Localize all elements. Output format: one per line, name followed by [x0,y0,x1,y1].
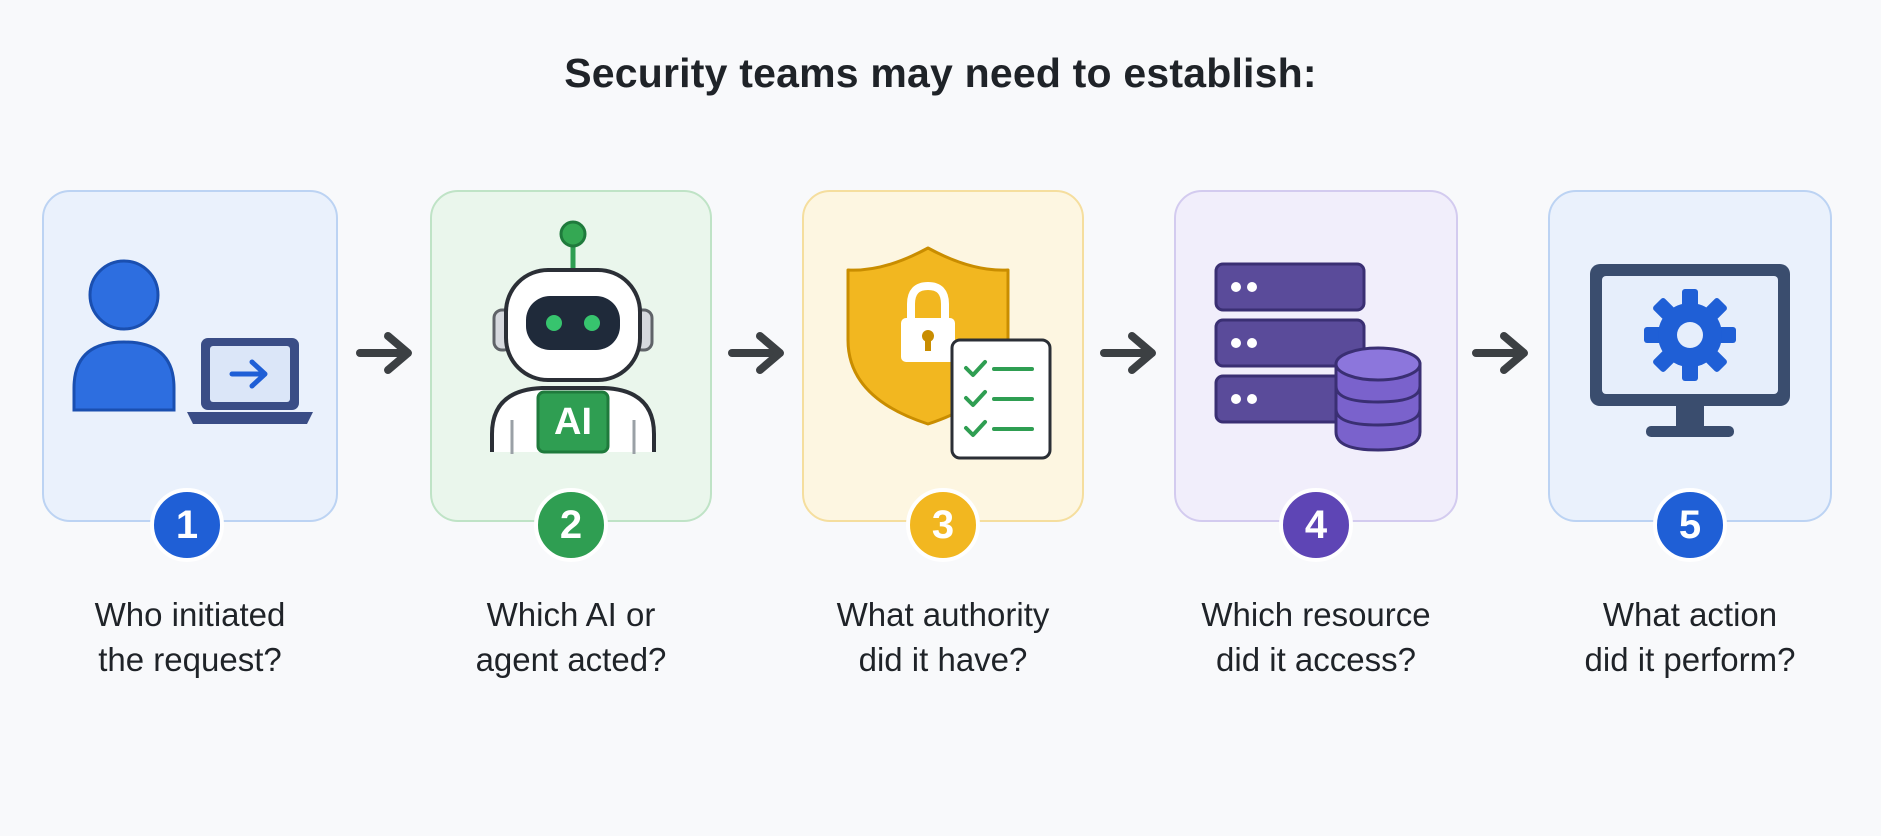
arrow-right-icon [1472,332,1528,374]
caption-line-2: did it perform? [1584,641,1796,678]
arrow-right-icon [728,332,784,374]
caption-line-1: Which AI or [486,596,656,633]
step-caption-2: Which AI or agent acted? [421,592,721,682]
step-card-4 [1174,190,1458,522]
monitor-gear-icon [1590,264,1790,437]
caption-line-1: What action [1602,596,1778,633]
step-card-3 [802,190,1084,522]
arrow-right-icon [356,332,412,374]
step-caption-3: What authority did it have? [793,592,1093,682]
diagram-title: Security teams may need to establish: [564,50,1317,96]
step-number-badge-2: 2 [534,488,608,562]
shield-lock-checklist-icon [846,246,1052,460]
ai-robot-icon [490,220,656,454]
caption-line-1: Who initiated [94,596,286,633]
user-with-laptop-icon [72,259,313,424]
step-number-badge-5: 5 [1653,488,1727,562]
caption-line-2: did it access? [1216,641,1416,678]
step-number-badge-1: 1 [150,488,224,562]
caption-line-2: agent acted? [475,641,667,678]
step-card-1 [42,190,338,522]
step-card-5 [1548,190,1832,522]
arrow-right-icon [1100,332,1156,374]
server-database-icon [1214,262,1422,452]
ai-label: AI [554,401,592,443]
caption-line-2: the request? [98,641,282,678]
step-caption-5: What action did it perform? [1540,592,1840,682]
step-number-badge-4: 4 [1279,488,1353,562]
step-card-2: AI [430,190,712,522]
step-number-badge-3: 3 [906,488,980,562]
caption-line-1: Which resource [1201,596,1431,633]
step-caption-4: Which resource did it access? [1166,592,1466,682]
step-caption-1: Who initiated the request? [40,592,340,682]
caption-line-2: did it have? [858,641,1028,678]
caption-line-1: What authority [836,596,1050,633]
